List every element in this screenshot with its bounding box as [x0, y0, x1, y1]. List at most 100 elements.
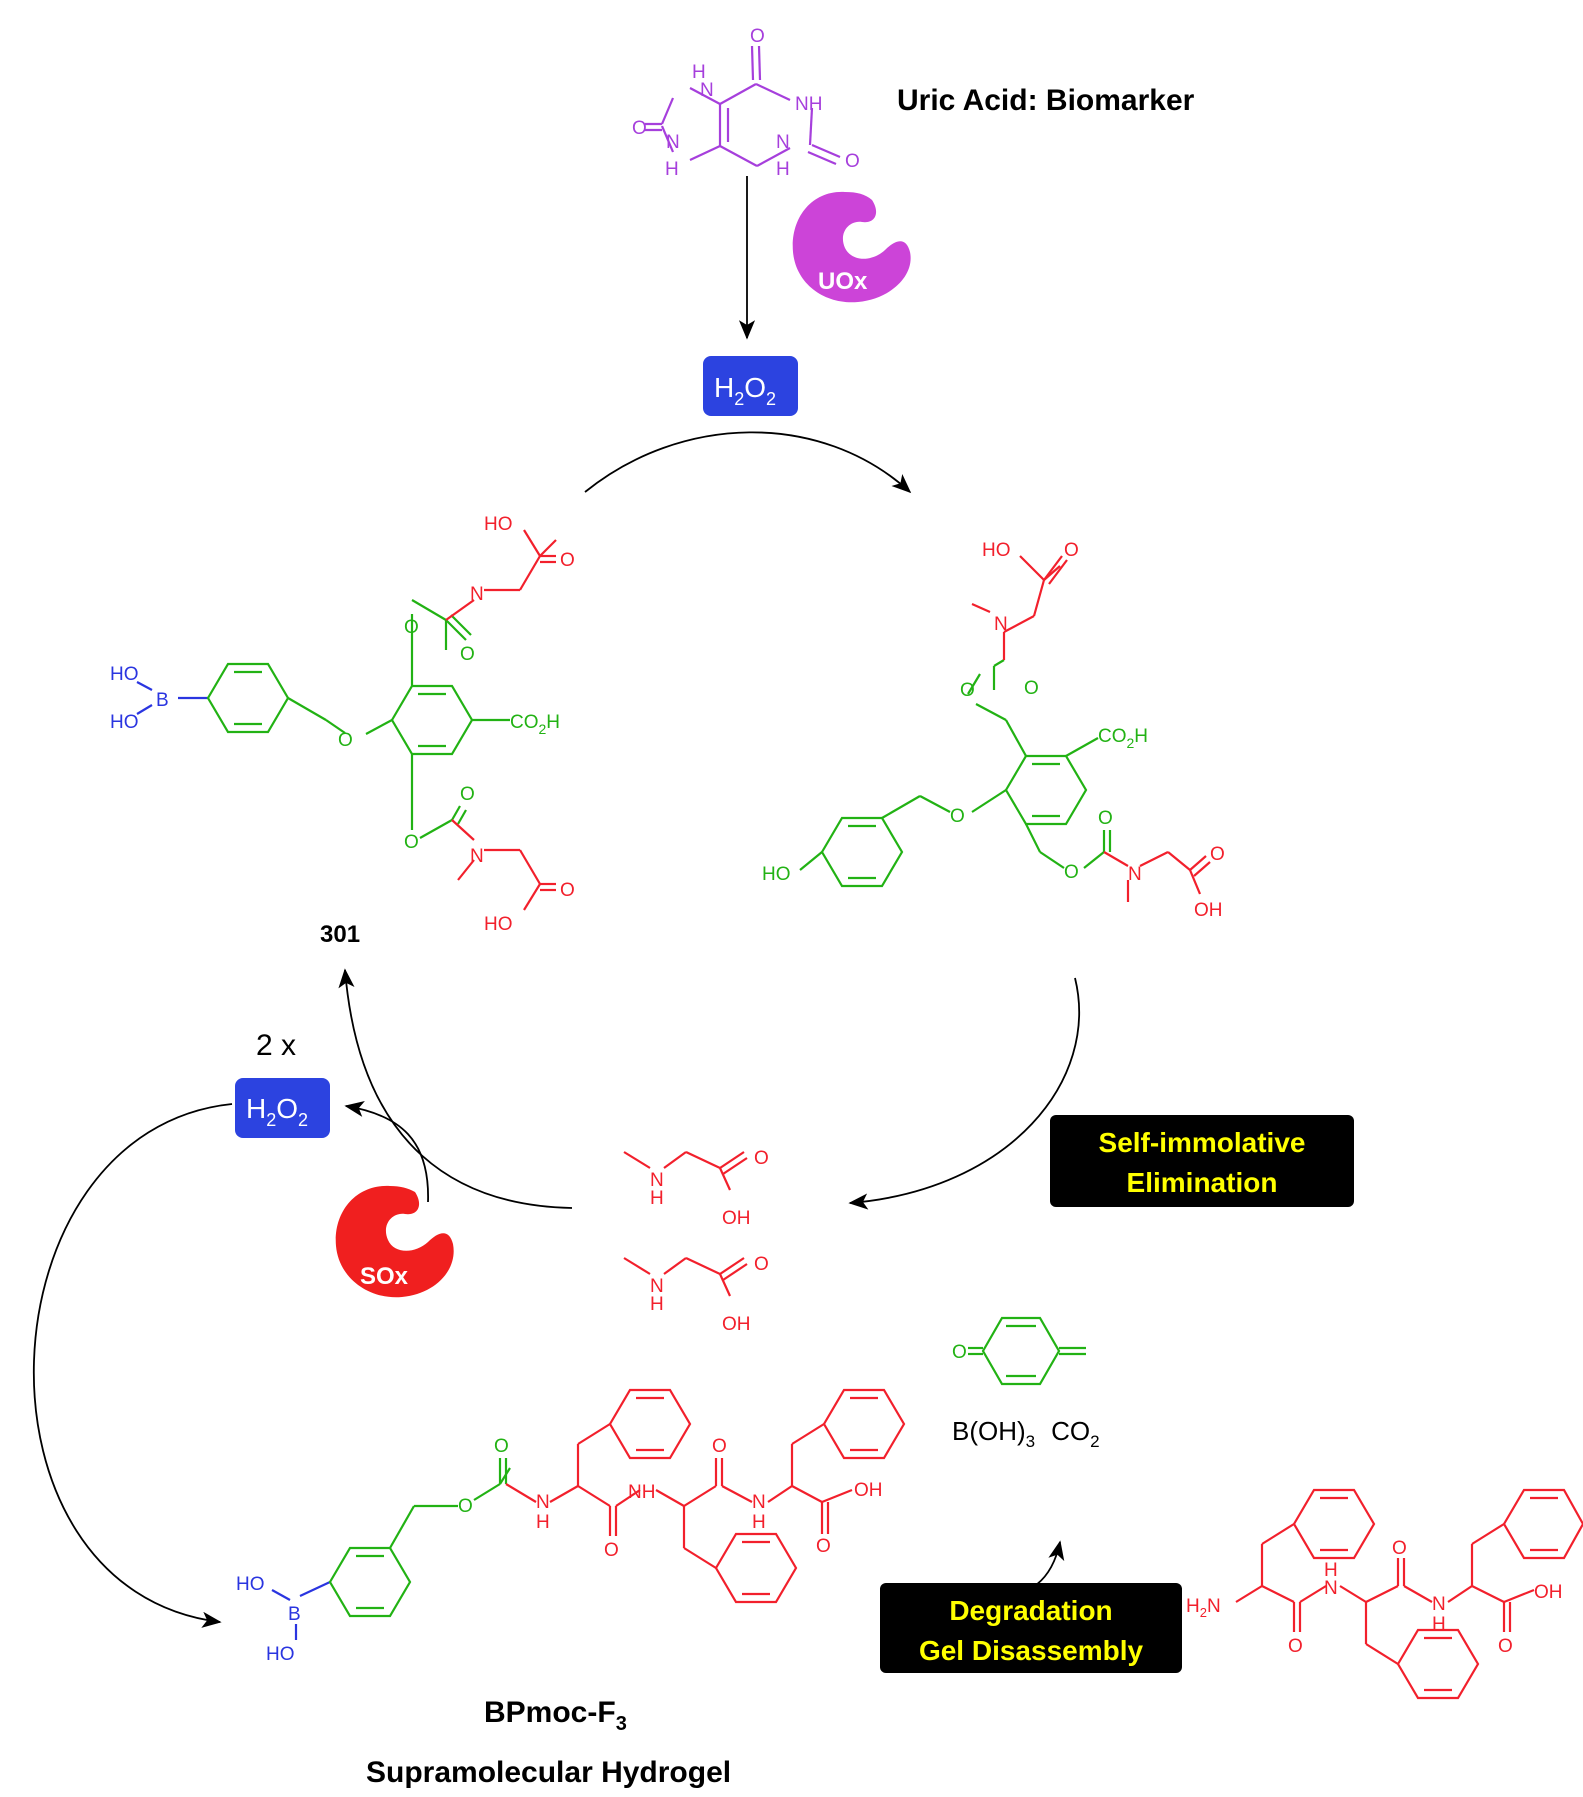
- uric-acid-structure: [645, 45, 841, 167]
- svg-text:N: N: [1432, 1594, 1446, 1615]
- f3-atoms: H2N O N H O N H OH O: [1186, 1538, 1563, 1657]
- svg-text:OH: OH: [1194, 900, 1223, 921]
- svg-text:H: H: [776, 159, 790, 180]
- svg-text:O: O: [845, 151, 860, 172]
- svg-text:O: O: [338, 730, 353, 751]
- intermediate-atoms: HO O N O O CO2H O HO O O N O OH: [762, 540, 1225, 921]
- bpmoc-red: [505, 1388, 906, 1604]
- svg-text:H: H: [650, 1188, 664, 1209]
- svg-text:HO: HO: [266, 1644, 295, 1665]
- compound-301-top-arm: [410, 599, 472, 650]
- svg-text:UOx: UOx: [818, 268, 868, 295]
- svg-text:CO2H: CO2H: [510, 712, 560, 737]
- sarcosine-2: N H O OH: [623, 1254, 769, 1335]
- svg-text:O: O: [1392, 1538, 1407, 1559]
- svg-text:O: O: [1024, 678, 1039, 699]
- svg-text:O: O: [604, 1540, 619, 1561]
- svg-text:NH: NH: [795, 94, 822, 115]
- self-immolative-badge: Self-immolative Elimination: [1050, 1115, 1354, 1207]
- compound-301-top-red: [445, 529, 557, 621]
- svg-text:H: H: [692, 62, 706, 83]
- svg-text:H: H: [752, 1512, 766, 1533]
- svg-text:O: O: [1498, 1636, 1513, 1657]
- svg-text:N: N: [666, 132, 680, 153]
- svg-text:OH: OH: [1534, 1582, 1563, 1603]
- svg-text:O: O: [950, 806, 965, 827]
- svg-text:O: O: [816, 1536, 831, 1557]
- svg-text:N: N: [470, 584, 484, 605]
- svg-text:H2O2: H2O2: [246, 1093, 308, 1130]
- two-x-label: 2 x: [256, 1029, 296, 1062]
- svg-text:O: O: [1098, 808, 1113, 829]
- svg-text:O: O: [460, 644, 475, 665]
- svg-text:O: O: [960, 680, 975, 701]
- svg-text:O: O: [458, 1496, 473, 1517]
- degradation-badge: Degradation Gel Disassembly: [880, 1583, 1182, 1673]
- svg-text:N: N: [1324, 1578, 1338, 1599]
- svg-text:H2O2: H2O2: [714, 372, 776, 409]
- svg-text:HO: HO: [762, 864, 791, 885]
- svg-text:OH: OH: [722, 1314, 751, 1335]
- compound-301-bottom-red: [451, 819, 556, 911]
- svg-text:OH: OH: [722, 1208, 751, 1229]
- intermediate-top-arm: [967, 659, 1005, 695]
- intermediate-green: [799, 703, 1112, 888]
- svg-text:HO: HO: [484, 514, 513, 535]
- svg-text:O: O: [404, 617, 419, 638]
- svg-text:H: H: [1324, 1560, 1338, 1581]
- compound-301-bottom-arm: [410, 796, 467, 839]
- svg-text:N: N: [1128, 864, 1142, 885]
- svg-text:HO: HO: [484, 914, 513, 935]
- uric-acid-label: Uric Acid: Biomarker: [897, 84, 1195, 117]
- quinone-methide: [968, 1316, 1086, 1386]
- svg-text:N: N: [752, 1492, 766, 1513]
- svg-text:O: O: [1064, 862, 1079, 883]
- uric-acid-atoms: O H N NH O O N H N H: [632, 26, 860, 180]
- svg-text:B: B: [288, 1604, 301, 1625]
- svg-text:N: N: [776, 132, 790, 153]
- sox-enzyme-icon: SOx: [335, 1185, 454, 1298]
- svg-text:O: O: [754, 1254, 769, 1275]
- bpmoc-boronic: [271, 1581, 331, 1640]
- svg-text:SOx: SOx: [360, 1263, 409, 1290]
- svg-text:O: O: [1288, 1636, 1303, 1657]
- bpmoc-green: [328, 1458, 511, 1618]
- svg-text:H: H: [1432, 1614, 1446, 1635]
- svg-text:Degradation: Degradation: [949, 1595, 1112, 1626]
- svg-text:N: N: [650, 1276, 664, 1297]
- svg-text:HO: HO: [236, 1574, 265, 1595]
- arrow-sox-to-h2o2: [344, 1100, 429, 1203]
- svg-text:H: H: [665, 159, 679, 180]
- svg-text:H: H: [536, 1512, 550, 1533]
- compound-301-atoms: HO HO B O CO2H O O N HO O O O N O HO: [110, 514, 575, 935]
- bpmoc-label: BPmoc-F3: [484, 1696, 627, 1735]
- svg-text:HO: HO: [982, 540, 1011, 561]
- svg-text:N: N: [994, 614, 1008, 635]
- svg-text:N: N: [700, 80, 714, 101]
- svg-text:CO2H: CO2H: [1098, 726, 1148, 751]
- f3-peptide: [1235, 1488, 1583, 1700]
- svg-text:H: H: [650, 1294, 664, 1315]
- sarcosine-1: N H O OH: [623, 1148, 769, 1229]
- h2o2-left-box: H2O2: [235, 1078, 330, 1138]
- svg-text:O: O: [1064, 540, 1079, 561]
- svg-text:Gel Disassembly: Gel Disassembly: [919, 1635, 1144, 1666]
- svg-text:Self-immolative: Self-immolative: [1099, 1127, 1306, 1158]
- hydrogel-label: Supramolecular Hydrogel: [366, 1756, 731, 1789]
- compound-301-label: 301: [320, 921, 360, 948]
- compound-301-green: [206, 644, 510, 796]
- svg-text:O: O: [712, 1436, 727, 1457]
- svg-text:O: O: [632, 118, 647, 139]
- svg-text:N: N: [536, 1492, 550, 1513]
- svg-text:HO: HO: [110, 712, 139, 733]
- intermediate-red: [971, 555, 1211, 902]
- svg-text:N: N: [650, 1170, 664, 1191]
- svg-text:O: O: [560, 880, 575, 901]
- svg-text:O: O: [494, 1436, 509, 1457]
- svg-text:O: O: [1210, 844, 1225, 865]
- svg-text:NH: NH: [628, 1482, 655, 1503]
- h2o2-top-box: H2O2: [703, 356, 798, 416]
- svg-text:HO: HO: [110, 664, 139, 685]
- arrow-h2o2-to-bpmoc: [33, 1103, 233, 1628]
